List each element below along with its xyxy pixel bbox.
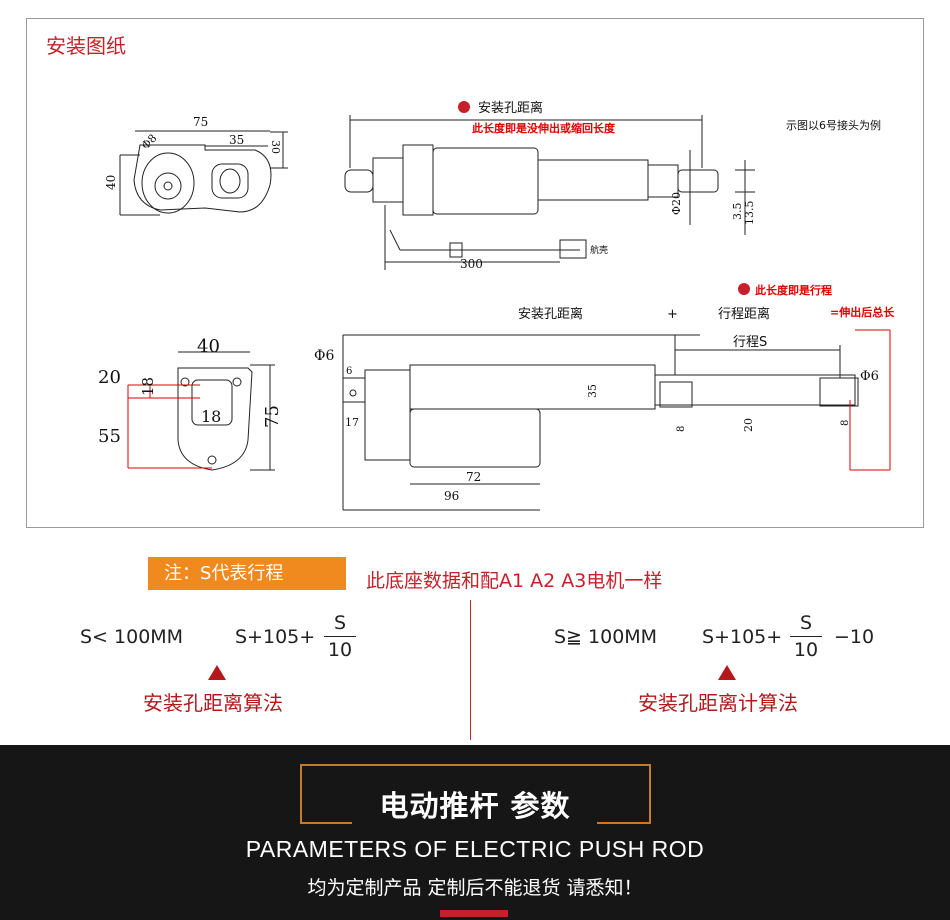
parameters-banner: 电动推杆 参数 PARAMETERS OF ELECTRIC PUSH ROD … [0,745,950,920]
dim-96: 96 [444,489,459,503]
dim-55-bottom: 55 [98,426,121,447]
formula-total-length: =伸出后总长 [830,305,895,319]
dim-6-left: 6 [346,366,352,377]
dim-8-right: 8 [840,420,851,426]
triangle-up-icon [208,665,226,680]
dim-phi8-top: Φ8 [139,132,160,153]
triangle-up-icon [718,665,736,680]
stroke-note-badge: 注：S代表行程 [148,557,346,590]
dim-phi20-top: Φ20 [670,192,683,215]
dim-300: 300 [460,257,483,271]
dim-35-bottom: 35 [586,384,599,398]
dim-75-top: 75 [193,115,208,129]
dim-3-5: 3.5 [731,203,744,221]
stroke-note: 此长度即是行程 [755,283,832,297]
dim-40-top: 40 [104,175,118,190]
stroke-label: 行程S [733,335,767,350]
drawing-frame [26,18,924,528]
formula-stroke-distance: 行程距离 [718,306,770,322]
formula-divider [470,600,471,740]
formula-left-denominator: 10 [327,639,353,661]
dim-35-top: 35 [229,133,244,147]
bottom-end-red-guides [127,384,212,469]
page-title: 安装图纸 [46,34,126,58]
technical-drawing: 75 35 30 40 Φ8 安装孔距离 此长度即是没伸出或缩回长度 示图以6号… [98,100,895,511]
base-data-note: 此底座数据和配A1 A2 A3电机一样 [366,570,663,592]
top-header-label: 安装孔距离 [478,100,543,116]
banner-accent-bar [440,910,508,917]
banner-subtitle-cn: 均为定制产品 定制后不能退货 请悉知！ [307,877,643,899]
dim-75-bottom: 75 [262,405,283,428]
bottom-end-view [177,351,275,471]
bottom-side-red-guides [849,329,891,471]
stroke-marker-icon [738,283,750,295]
formula-plus: + [667,307,678,322]
bottom-side-view [342,334,859,511]
note-marker-icon [458,101,470,113]
formula-right-tail: −10 [834,626,875,648]
formula-left-label: 安装孔距离算法 [143,691,283,715]
dim-20-bottom: 20 [98,367,121,388]
formula-left-fraction: S 10 [324,612,356,661]
example-note: 示图以6号接头为例 [786,118,881,132]
dim-72: 72 [466,470,481,484]
dim-8-left: 8 [676,426,687,432]
formula-right-label: 安装孔距离计算法 [638,691,798,715]
dim-17: 17 [345,416,359,429]
banner-title: 电动推杆 参数 [379,789,571,823]
formula-left-expression: S+105+ [235,626,316,648]
formula-right-denominator: 10 [793,639,819,661]
formula-right-fraction: S 10 [790,612,822,661]
dim-18-vertical: 18 [139,377,157,396]
formula-right-numerator: S [799,612,813,634]
banner-subtitle-en: PARAMETERS OF ELECTRIC PUSH ROD [245,836,705,862]
dim-30-top: 30 [269,140,282,154]
top-end-view [119,130,288,216]
dim-40-bottom: 40 [197,336,220,357]
plug-label: 航壳 [590,244,608,256]
dim-phi6-right: Φ6 [860,369,879,384]
dim-18-inner: 18 [201,407,221,426]
dim-20-rod: 20 [742,418,755,432]
formula-left-numerator: S [333,612,347,634]
dim-13-5: 13.5 [743,201,756,226]
dim-phi6-left: Φ6 [314,348,334,364]
top-note: 此长度即是没伸出或缩回长度 [472,121,616,135]
formula-left-condition: S< 100MM [80,626,184,648]
formula-right-expression: S+105+ [702,626,783,648]
top-side-view [344,115,755,270]
formula-right-condition: S≧ 100MM [554,626,658,648]
formula-install-distance: 安装孔距离 [518,306,583,322]
